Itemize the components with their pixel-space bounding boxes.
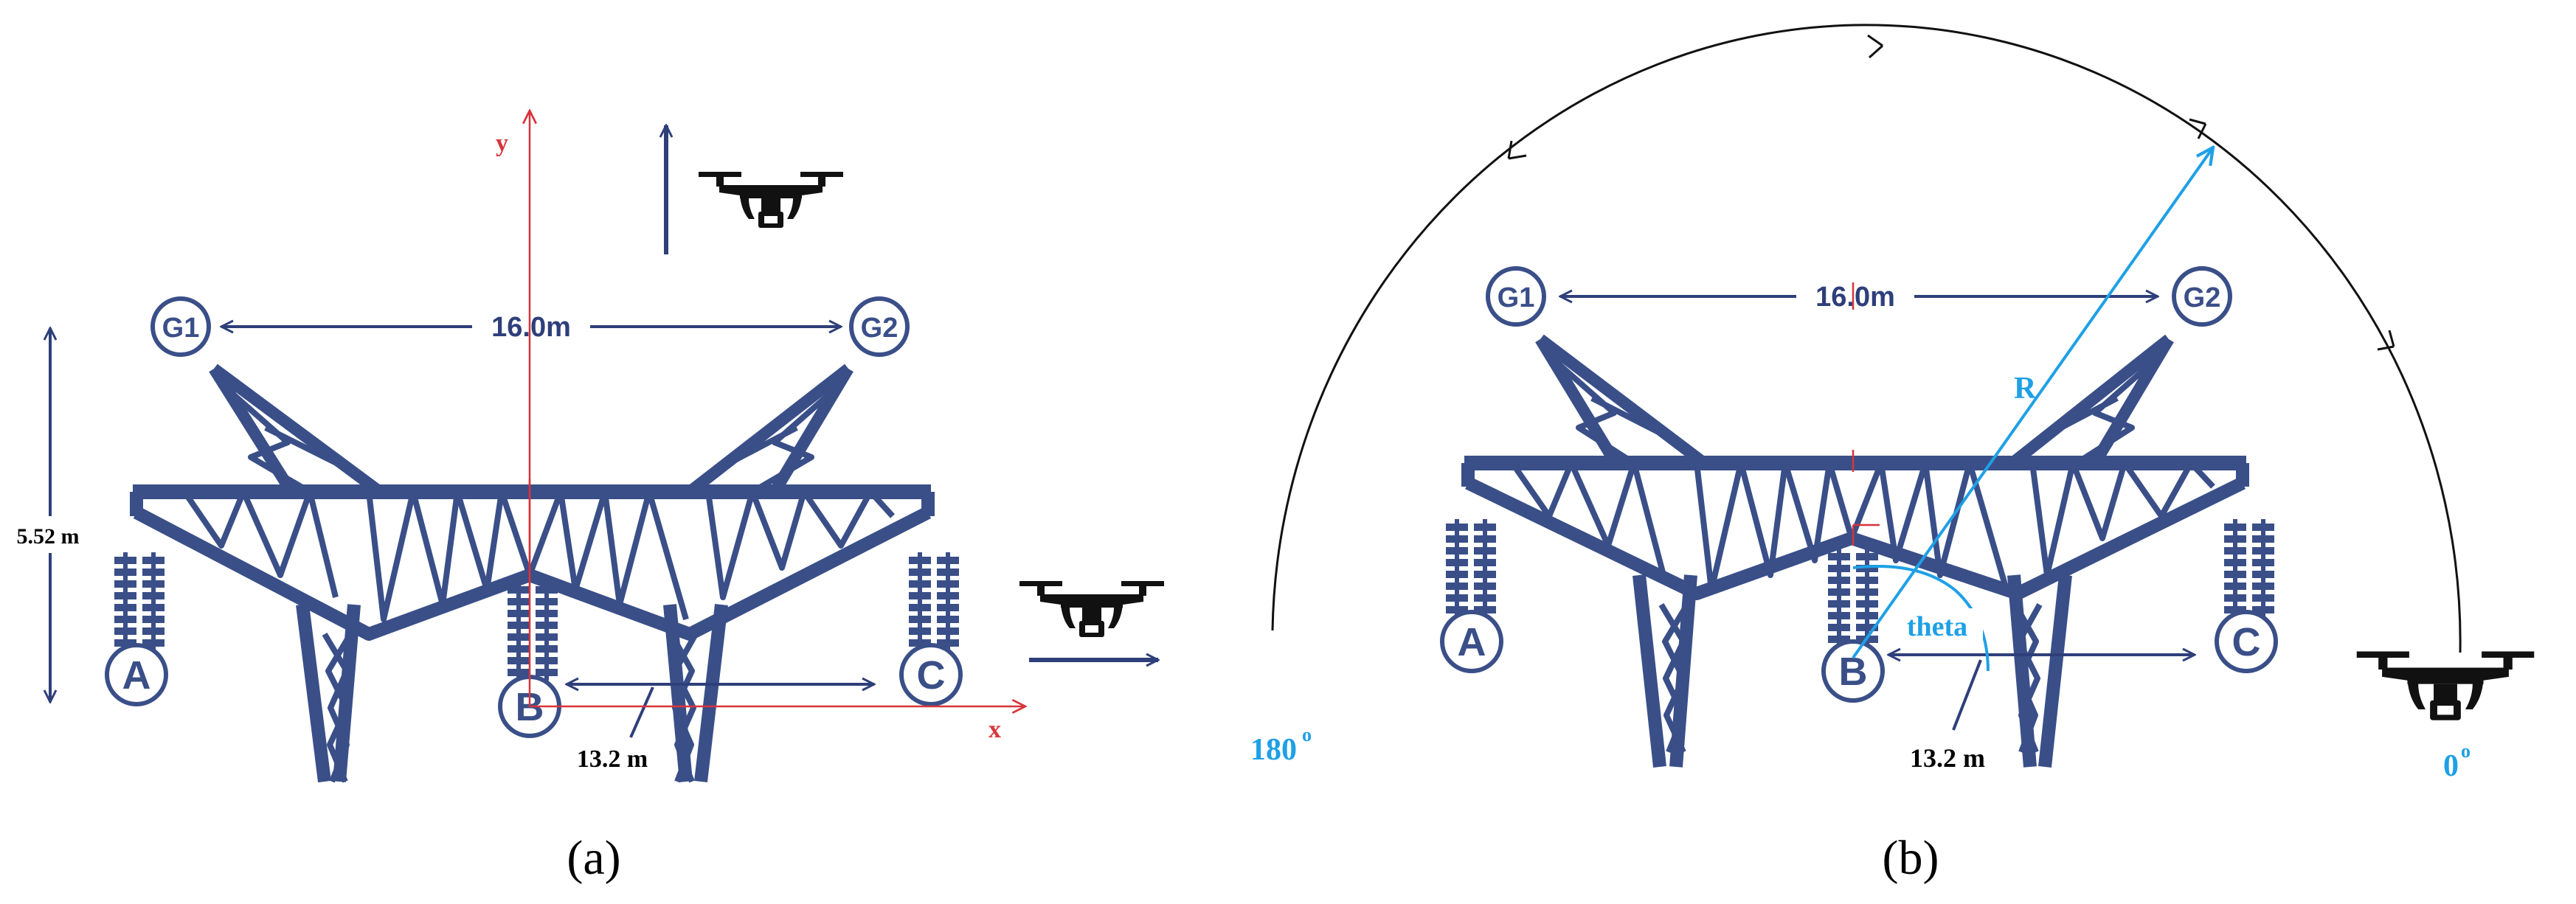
insulator-icon — [909, 552, 959, 651]
insulator-icon — [1446, 519, 1496, 618]
flight-path — [1271, 24, 2462, 653]
x-axis-label: x — [988, 716, 1001, 743]
theta-arc — [1852, 565, 1990, 672]
angle-0-label: 0 o — [2443, 740, 2471, 783]
radius-line — [1852, 147, 2213, 659]
span-label-b: 16.0m — [1815, 282, 1895, 313]
svg-text:G1: G1 — [162, 313, 200, 344]
height-label-a: 5.52 m — [17, 524, 80, 549]
span-label-a: 16.0m — [491, 312, 571, 343]
svg-text:A: A — [1458, 620, 1486, 664]
panel-a: G1 G2 A B C 16.0m 5.52 m 13.2 m — [7, 111, 1164, 885]
insulator-icon — [508, 582, 558, 681]
drone-icon — [1019, 581, 1164, 637]
phase-spacing-label-b: 13.2 m — [1910, 743, 1985, 773]
svg-text:C: C — [917, 653, 946, 698]
angle-180-label: 180 o — [1250, 724, 1312, 767]
node-a-b: A — [1440, 610, 1503, 673]
svg-text:G1: G1 — [1498, 282, 1535, 313]
svg-text:G2: G2 — [2184, 282, 2221, 313]
y-axis-label: y — [496, 130, 508, 157]
phase-spacing-label-a: 13.2 m — [577, 745, 648, 773]
node-g2-b: G2 — [2172, 266, 2232, 327]
caption-b: (b) — [1883, 831, 1939, 885]
node-g1-a: G1 — [150, 296, 211, 357]
svg-text:C: C — [2232, 620, 2261, 664]
drone-icon — [699, 172, 843, 228]
svg-text:0: 0 — [2443, 749, 2459, 783]
node-g1-b: G1 — [1486, 266, 1546, 327]
tower-b — [1461, 334, 2249, 768]
insulator-icon — [114, 552, 165, 651]
drone-icon — [2356, 651, 2535, 720]
node-c-a: C — [899, 643, 963, 706]
theta-label: theta — [1907, 611, 1967, 642]
svg-text:G2: G2 — [861, 313, 899, 344]
svg-text:A: A — [122, 653, 151, 698]
svg-text:o: o — [1302, 724, 1312, 745]
node-b-b: B — [1821, 639, 1885, 703]
node-g2-a: G2 — [849, 296, 910, 357]
svg-text:o: o — [2461, 740, 2471, 762]
radius-label: R — [2014, 372, 2037, 406]
node-c-b: C — [2215, 610, 2278, 673]
caption-a: (a) — [567, 831, 620, 885]
node-a-a: A — [105, 643, 168, 706]
svg-text:180: 180 — [1250, 733, 1297, 767]
panel-b: G1 G2 A B C 16.0m 13.2 m R — [1250, 24, 2535, 885]
tower-a — [130, 364, 935, 783]
insulator-icon — [2224, 519, 2274, 618]
